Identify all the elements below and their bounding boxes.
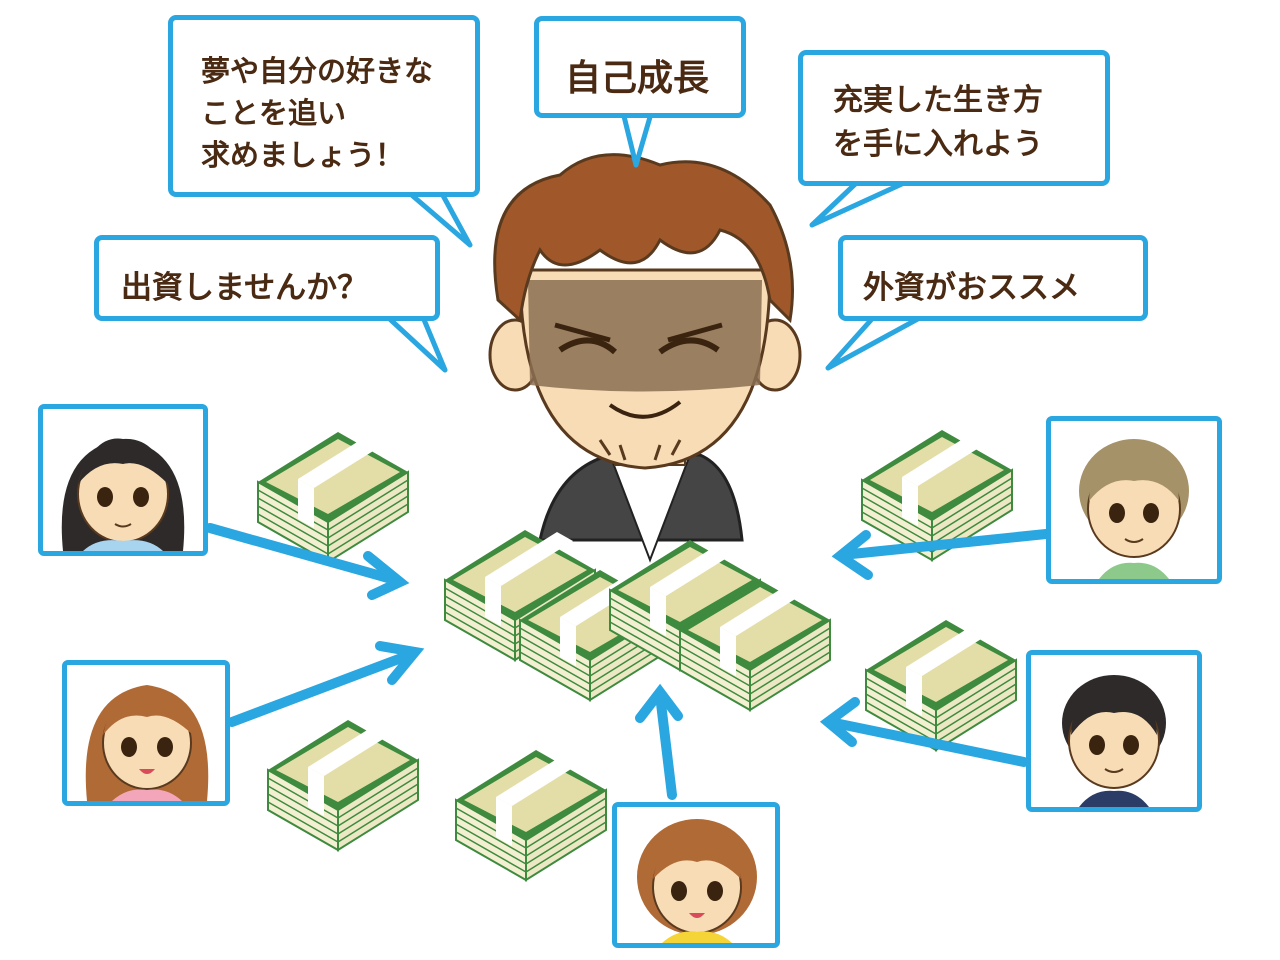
investor-portrait-man-dark-hair: [1026, 650, 1202, 812]
bubble-text: 自己成長: [565, 58, 710, 99]
bubble-fulfilling-life: 充実した生き方 を手に入れよう: [798, 50, 1110, 186]
bubble-line: 充実した生き方: [833, 83, 1043, 118]
investor-portrait-woman-brown-hair: [62, 660, 230, 806]
bubble-line: を手に入れよう: [833, 127, 1043, 162]
investor-portrait-icon: [1062, 675, 1166, 807]
investor-portrait-icon: [637, 819, 757, 943]
investor-portrait-boy-light-hair: [1046, 416, 1222, 584]
bubble-line: ことを追い: [201, 96, 347, 130]
bubble-line: 求めましょう！: [201, 138, 405, 172]
bubble-text: 出資しませんか？: [121, 270, 369, 306]
investor-portrait-icon: [1079, 439, 1189, 579]
investor-portrait-icon: [61, 438, 185, 551]
bubble-self-growth: 自己成長: [534, 16, 746, 118]
bubble-line: 夢や自分の好きな: [201, 54, 434, 88]
bubble-invest: 出資しませんか？: [94, 235, 440, 321]
bubble-pursue-dreams: 夢や自分の好きな ことを追い 求めましょう！: [168, 15, 480, 197]
businessman-icon: [488, 153, 802, 563]
investor-portrait-woman-dark-hair: [38, 404, 208, 556]
investor-portrait-icon: [85, 685, 209, 801]
bubble-foreign-capital: 外資がおススメ: [838, 235, 1148, 321]
investor-portrait-woman-short-hair: [612, 802, 780, 948]
bubble-text: 外資がおススメ: [863, 270, 1080, 306]
